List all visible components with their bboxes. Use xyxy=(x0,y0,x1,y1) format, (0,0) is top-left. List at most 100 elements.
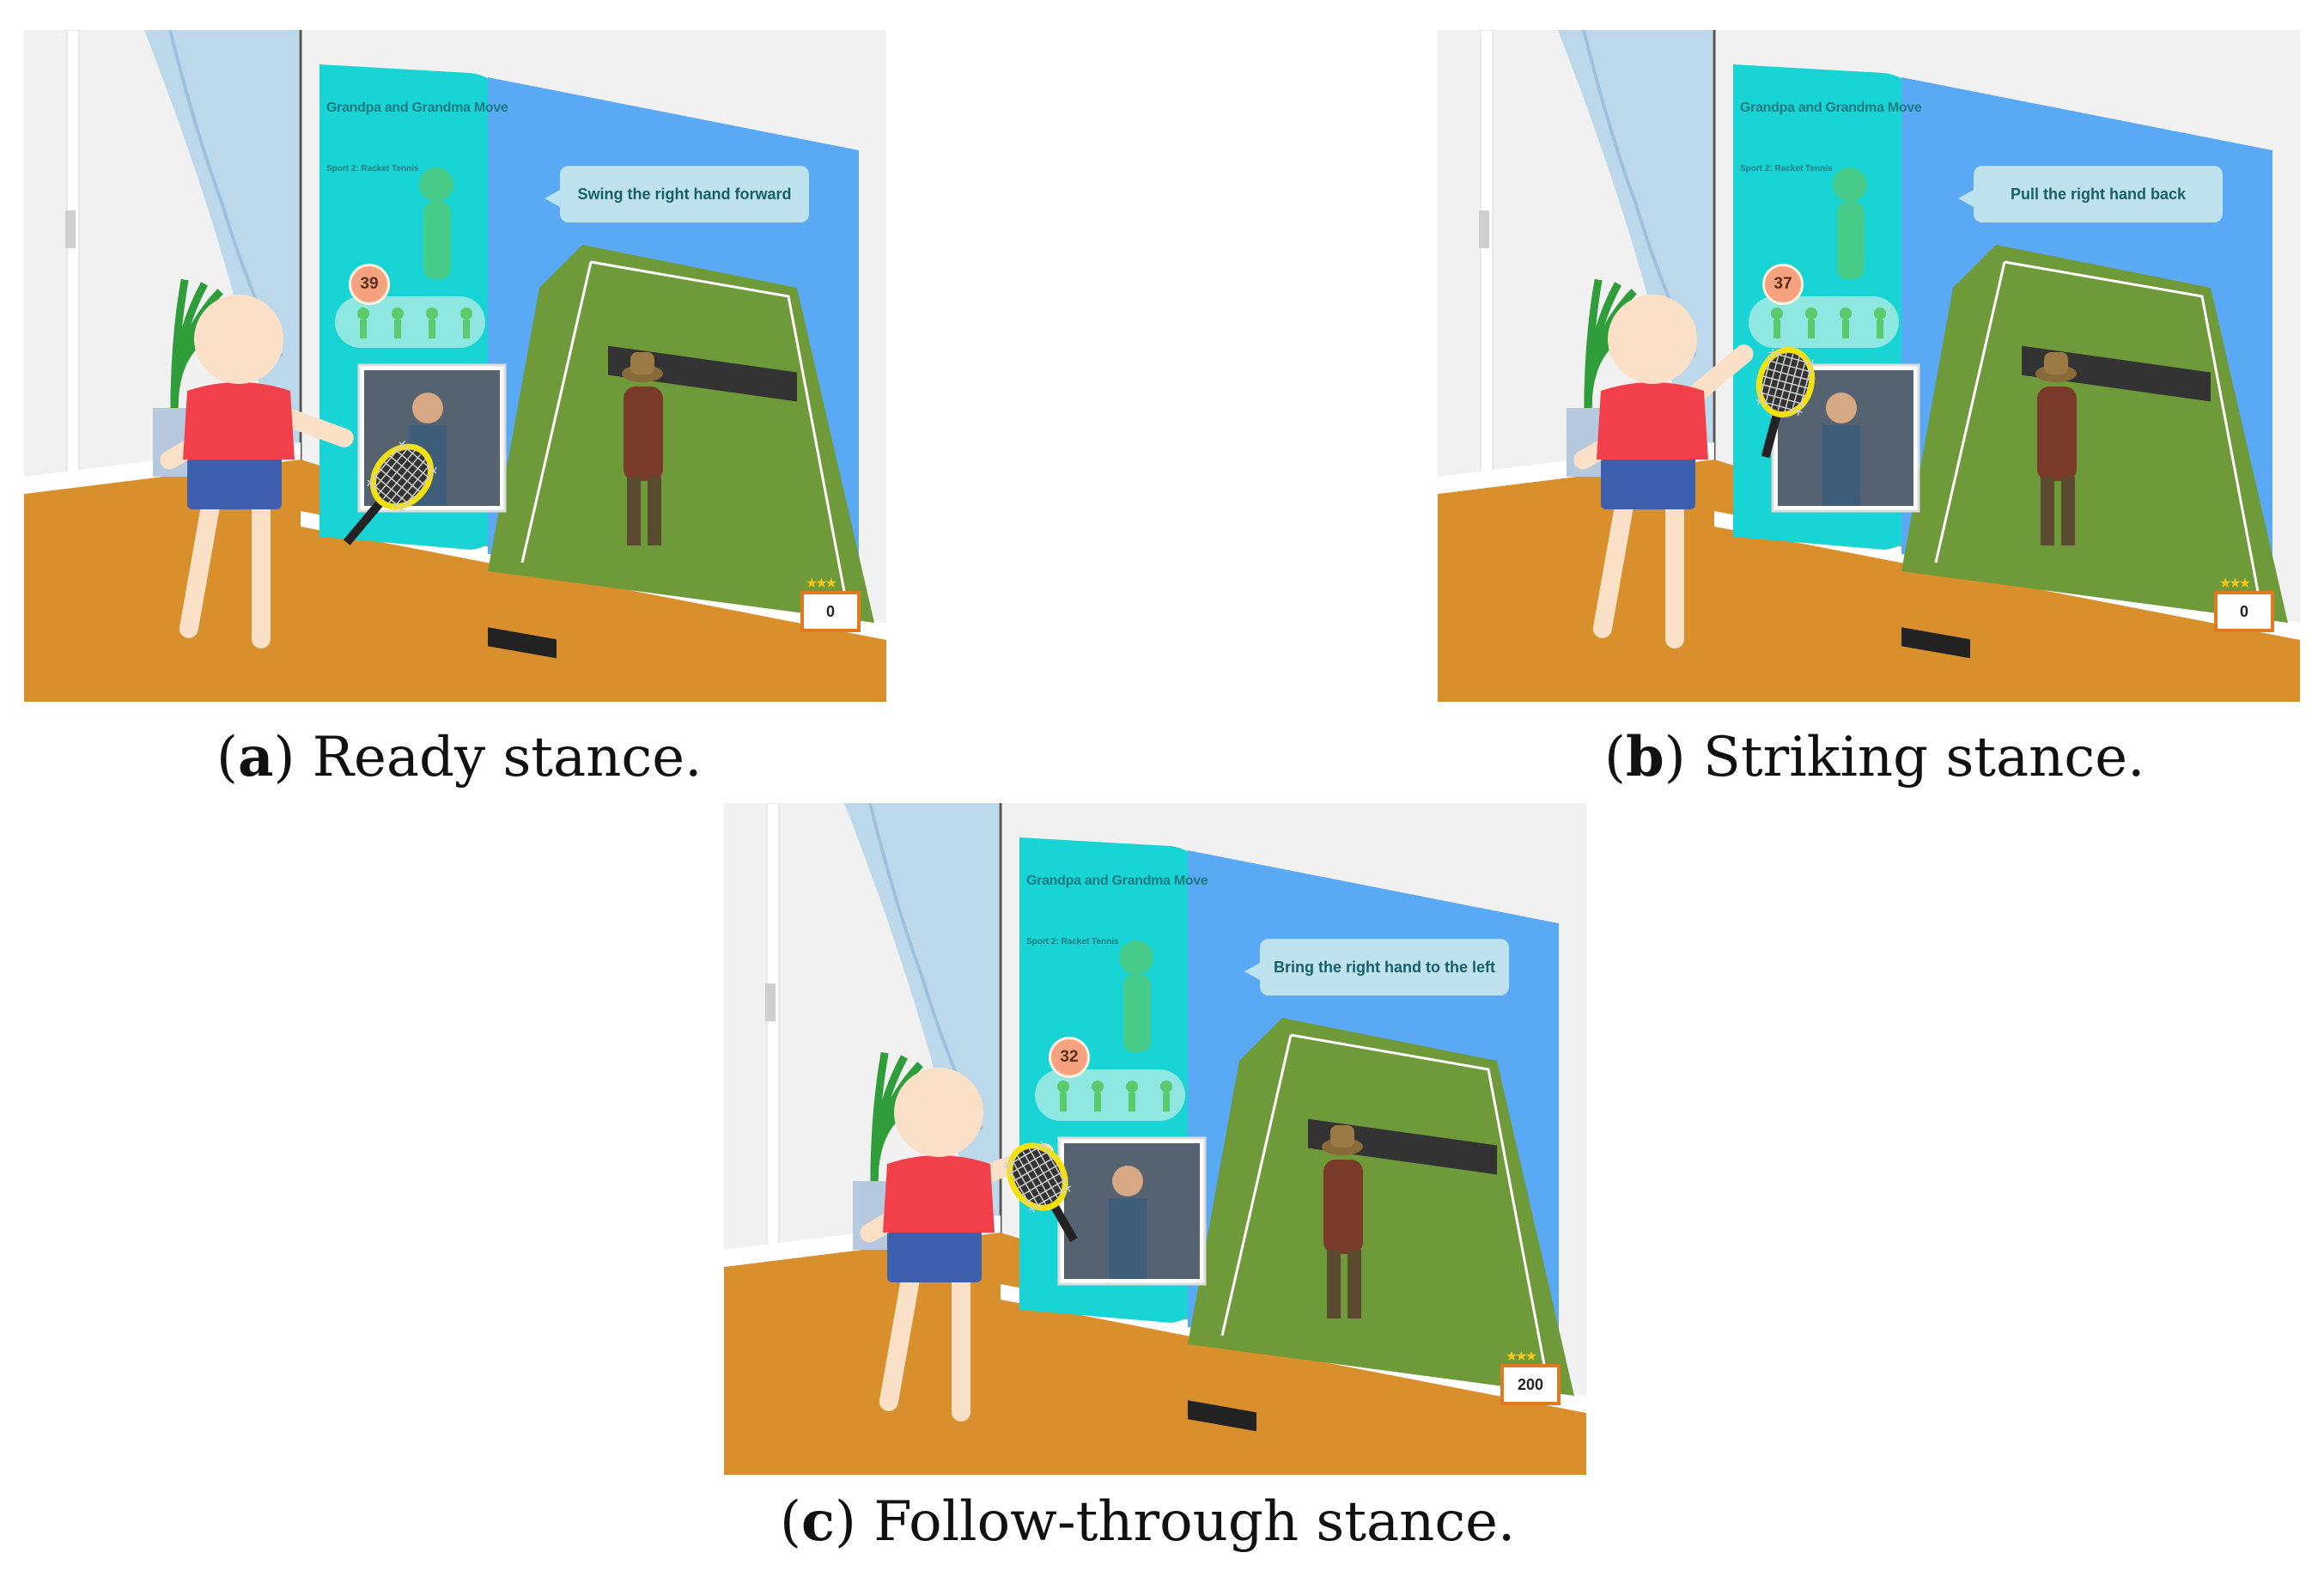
caption-letter: a xyxy=(237,725,274,789)
avatar-leg xyxy=(2061,477,2075,545)
racket-string xyxy=(1034,1144,1065,1196)
racket xyxy=(1003,1141,1078,1243)
countdown-timer: 32 xyxy=(1049,1037,1090,1078)
racket-string xyxy=(1757,391,1805,405)
pose-figure xyxy=(1805,308,1817,320)
game-subtitle: Sport 2: Racket Tennis xyxy=(326,164,419,174)
avatar-leg xyxy=(648,477,661,545)
caption-letter: c xyxy=(800,1489,835,1554)
child-shorts xyxy=(887,1224,982,1282)
child-leg xyxy=(952,1267,970,1422)
window-handle xyxy=(65,210,76,248)
plant-leaf xyxy=(870,1115,887,1182)
racket-handle xyxy=(343,493,389,545)
webcam-person-head xyxy=(1826,393,1857,423)
pose-figure-body xyxy=(1163,1093,1170,1111)
floor xyxy=(1438,460,2300,702)
racket-string xyxy=(383,460,421,493)
instruction-figure-head xyxy=(1119,941,1153,975)
avatar-body xyxy=(2037,387,2077,481)
racket-string xyxy=(1755,399,1803,413)
webcam-person-body xyxy=(1822,425,1860,506)
tennis-net xyxy=(608,345,797,402)
window-frame xyxy=(66,30,80,478)
pose-figure xyxy=(1057,1081,1069,1093)
racket-string xyxy=(1761,375,1810,389)
tennis-court xyxy=(488,245,874,623)
avatar-body xyxy=(1323,1160,1363,1254)
caption-c: (c) Follow-through stance. xyxy=(780,1489,1516,1554)
score-display: 0 xyxy=(800,591,861,632)
plant-leaf xyxy=(170,342,187,409)
window-frame xyxy=(1480,30,1494,478)
child-head xyxy=(1608,295,1697,384)
pose-strip xyxy=(335,296,485,348)
avatar-leg xyxy=(2041,477,2054,545)
avatar-hat xyxy=(2044,352,2068,374)
racket xyxy=(343,441,437,545)
racket-string xyxy=(1016,1164,1059,1190)
star-icon: ★★★ xyxy=(1506,1349,1537,1364)
panel-b: Grandpa and Grandma Move Sport 2: Racket… xyxy=(1438,30,2300,702)
pose-figure xyxy=(1092,1081,1104,1093)
child-leg xyxy=(179,494,221,638)
webcam-person-head xyxy=(412,393,443,423)
racket-string xyxy=(1790,357,1807,415)
caption-b: (b) Striking stance. xyxy=(1604,725,2145,789)
racket-string xyxy=(1028,1148,1059,1199)
court-lines xyxy=(1934,260,2264,615)
bubble-tail xyxy=(544,190,560,207)
racket-string xyxy=(1020,1171,1063,1197)
score-display: 200 xyxy=(1500,1364,1560,1405)
plant-leaf xyxy=(1584,342,1601,409)
window-handle xyxy=(765,983,776,1021)
pose-figure-body xyxy=(1060,1093,1067,1111)
score-display: 0 xyxy=(2214,591,2274,632)
tennis-net xyxy=(1308,1118,1497,1175)
tennis-court xyxy=(1901,245,2288,623)
pose-figure xyxy=(1840,308,1852,320)
game-title: Grandpa and Grandma Move xyxy=(1026,874,1208,888)
caption-text: Striking stance. xyxy=(1703,726,2145,789)
caption-text: Ready stance. xyxy=(312,726,703,789)
racket-string xyxy=(398,466,437,513)
racket-string xyxy=(1040,1141,1071,1192)
racket-string xyxy=(387,458,427,504)
racket-string xyxy=(392,462,432,508)
star-icon: ★★★ xyxy=(806,576,837,591)
child-head xyxy=(194,295,283,384)
floor xyxy=(724,1233,1586,1475)
instruction-bubble: Bring the right hand to the left xyxy=(1260,939,1509,996)
game-screen: Grandpa and Grandma Move Sport 2: Racket… xyxy=(319,63,886,681)
bubble-tail xyxy=(1244,963,1260,980)
racket-handle xyxy=(1046,1197,1078,1243)
racket-string xyxy=(372,473,411,506)
racket-string xyxy=(1760,383,1807,398)
window-handle xyxy=(1479,210,1489,248)
racket-string xyxy=(1024,1178,1068,1204)
child-shorts xyxy=(187,451,282,509)
floor xyxy=(24,460,886,702)
instruction-figure-head xyxy=(1833,167,1867,202)
child-head xyxy=(894,1068,983,1157)
window-frame xyxy=(766,803,780,1251)
avatar-body xyxy=(624,387,663,481)
panel-a: Grandpa and Grandma Move Sport 2: Racket… xyxy=(24,30,886,702)
pose-figure xyxy=(1874,308,1886,320)
caption-letter: b xyxy=(1625,725,1664,789)
pose-figure-body xyxy=(394,320,401,338)
pose-figure-body xyxy=(1129,1093,1135,1111)
court-lines xyxy=(520,260,850,615)
racket xyxy=(1755,346,1816,459)
instruction-figure-body xyxy=(1837,202,1865,279)
game-title: Grandpa and Grandma Move xyxy=(1740,100,1922,115)
bubble-tail xyxy=(1958,190,1974,207)
caption-a: (a) Ready stance. xyxy=(216,725,703,789)
pose-figure xyxy=(1126,1081,1138,1093)
pose-strip xyxy=(1035,1069,1185,1121)
avatar-leg xyxy=(627,477,641,545)
avatar-hat xyxy=(630,352,654,374)
instruction-figure-body xyxy=(1123,975,1151,1052)
pose-figure-body xyxy=(429,320,435,338)
racket-handle xyxy=(1761,405,1784,459)
